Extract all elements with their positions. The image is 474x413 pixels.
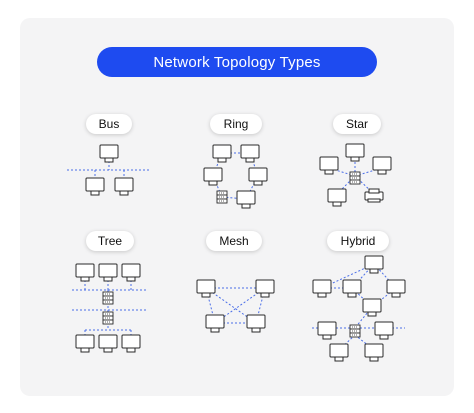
label-star: Star [333,114,381,134]
computer-icon [121,263,141,282]
computer-icon [372,156,392,175]
computer-icon [362,298,382,317]
computer-icon [317,321,337,340]
computer-icon [248,167,268,186]
hub-icon [217,191,227,203]
computer-icon [99,144,119,163]
label-ring: Ring [210,114,262,134]
page-title: Network Topology Types [97,47,377,77]
computer-icon [240,144,260,163]
computer-icon [236,190,256,209]
diagram-mesh [205,287,266,324]
computer-icon [329,343,349,362]
computer-icon [203,167,223,186]
computer-icon [98,334,118,353]
label-tree: Tree [86,231,134,251]
computer-icon [386,279,406,298]
hub-icon [350,172,360,184]
computer-icon [75,334,95,353]
computer-icon [212,144,232,163]
computer-icon [364,343,384,362]
computer-icon [75,263,95,282]
computer-icon [98,263,118,282]
computer-icon [85,177,105,196]
computer-icon [319,156,339,175]
printer-icon [364,188,384,203]
label-hybrid: Hybrid [327,231,389,251]
computer-icon [246,314,266,333]
diagram-bus [67,161,150,178]
computer-icon [374,321,394,340]
computer-icon [196,279,216,298]
computer-icon [205,314,225,333]
hub-icon [103,312,113,324]
computer-icon [312,279,332,298]
computer-icon [114,177,134,196]
computer-icon [255,279,275,298]
computer-icon [121,334,141,353]
computer-icon [345,143,365,162]
label-bus: Bus [86,114,132,134]
computer-icon [327,188,347,207]
diagram-tree [72,280,148,336]
hub-icon [350,325,360,337]
hub-icon [103,292,113,304]
label-mesh: Mesh [206,231,262,251]
